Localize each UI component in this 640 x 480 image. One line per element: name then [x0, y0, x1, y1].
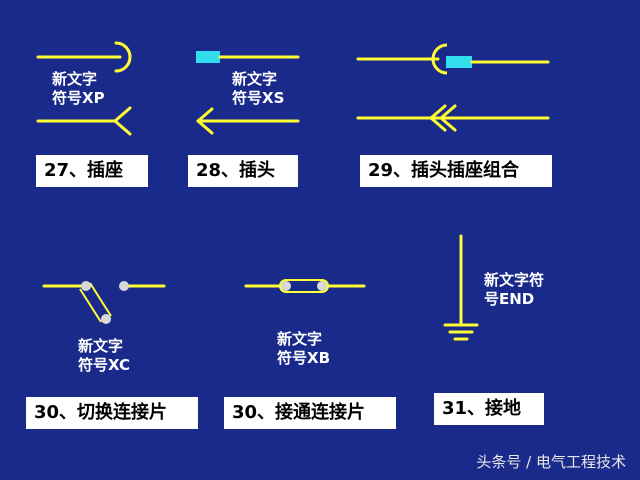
plug-socket-combination-symbol — [356, 43, 550, 132]
changeover-link-caption: 30、切换连接片 — [26, 397, 198, 429]
watermark: 头条号 / 电气工程技术 — [476, 453, 626, 471]
ground-caption: 31、接地 — [434, 393, 544, 425]
socket-symbol — [36, 41, 132, 136]
plug-symbol — [196, 51, 300, 135]
ground-symbol — [443, 234, 479, 341]
closed-link-note: 新文字 符号XB — [277, 330, 330, 367]
plug-note: 新文字 符号XS — [232, 70, 285, 107]
socket-note: 新文字 符号XP — [52, 70, 105, 107]
plug-caption: 28、插头 — [188, 155, 298, 187]
changeover-link-note: 新文字 符号XC — [78, 337, 131, 374]
ground-note: 新文字符 号END — [484, 271, 545, 308]
plug-socket-combination-caption: 29、插头插座组合 — [360, 155, 552, 187]
closed-link-symbol — [244, 279, 366, 293]
changeover-link-symbol — [42, 281, 166, 324]
socket-caption: 27、插座 — [36, 155, 148, 187]
closed-link-caption: 30、接通连接片 — [224, 397, 396, 429]
